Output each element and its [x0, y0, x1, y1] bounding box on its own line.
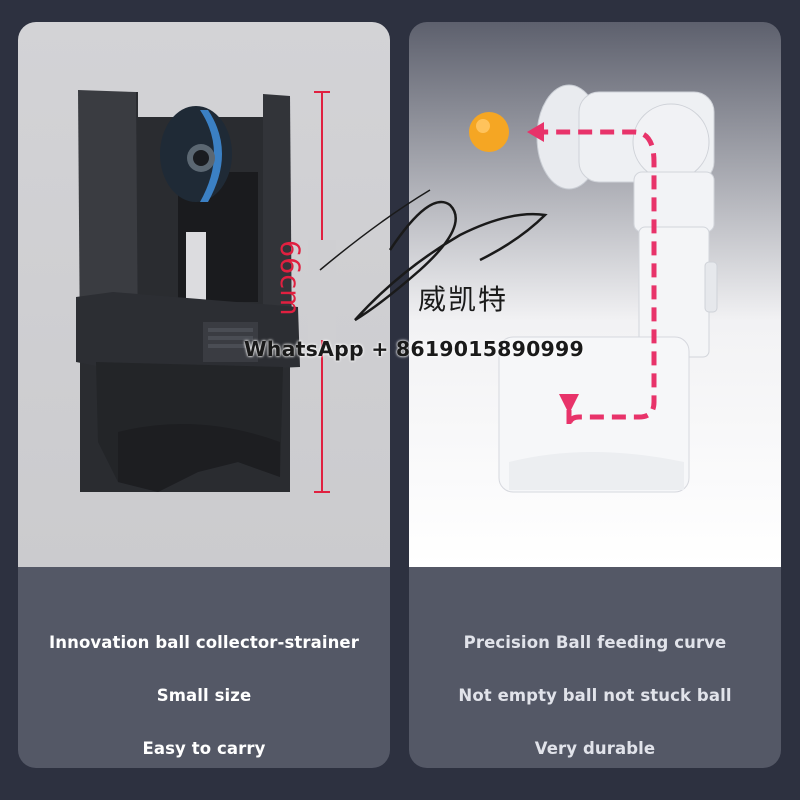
ball-collector-illustration: [76, 90, 336, 493]
caption-line-3: Very durable: [534, 739, 656, 758]
product-card-feeder: Precision Ball feeding curve Not empty b…: [409, 22, 781, 768]
collector-caption: Innovation ball collector-strainer Small…: [18, 567, 390, 768]
caption-line-2: Not empty ball not stuck ball: [458, 686, 732, 705]
caption-line-3: Easy to carry: [142, 739, 266, 758]
caption-line-1: Innovation ball collector-strainer: [49, 633, 359, 652]
feeder-caption: Precision Ball feeding curve Not empty b…: [409, 567, 781, 768]
height-dimension-label: 66cm: [274, 240, 305, 316]
feeding-curve-illustration: [469, 84, 718, 493]
collector-photo: 66cm: [18, 22, 390, 567]
caption-line-1: Precision Ball feeding curve: [463, 633, 727, 652]
feeder-diagram-photo: [409, 22, 781, 567]
product-card-collector: 66cm Innovation ball collector-strainer …: [18, 22, 390, 768]
caption-line-2: Small size: [156, 686, 252, 705]
